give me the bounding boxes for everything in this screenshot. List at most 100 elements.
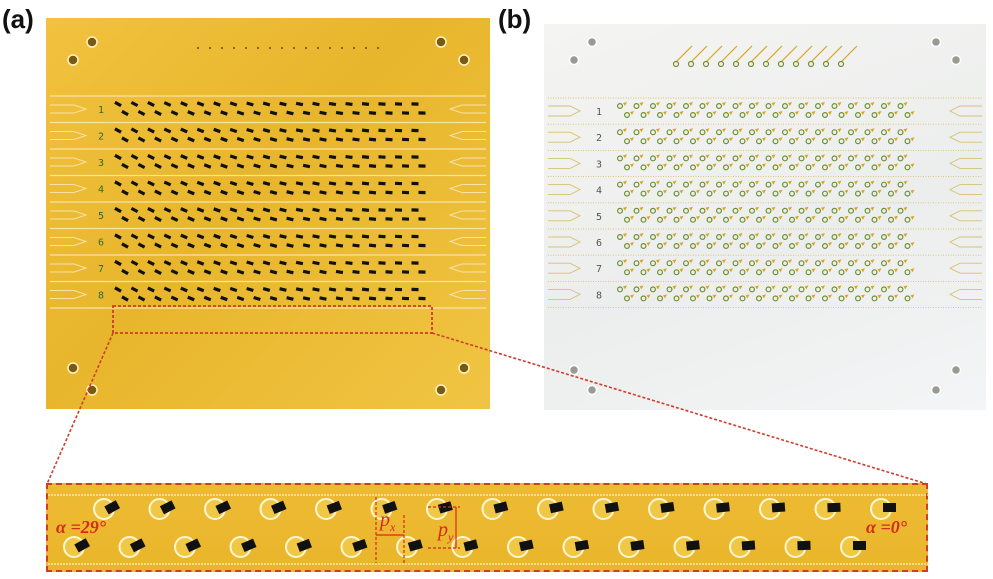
radiating-element (114, 286, 122, 293)
radiating-element (319, 110, 327, 116)
radiating-element (352, 296, 360, 301)
feed-taper-right (948, 157, 982, 169)
element-stub (861, 268, 865, 273)
element-via (623, 164, 630, 171)
element-via (855, 164, 862, 171)
bias-via (792, 60, 800, 68)
element-stub (722, 206, 726, 211)
element-stub (778, 268, 783, 273)
radiating-element (394, 261, 403, 265)
radiating-element (335, 243, 344, 248)
element-via (690, 295, 697, 302)
panel-b-label: (b) (498, 4, 532, 34)
element-via (633, 181, 640, 188)
element-stub (771, 233, 776, 237)
radiating-element (262, 207, 271, 213)
element-stub (903, 102, 908, 106)
element-via (683, 260, 690, 267)
radiating-element (394, 287, 403, 292)
element-via (756, 190, 763, 197)
element-via (666, 260, 673, 267)
feed-taper-left (50, 210, 88, 220)
radiating-element (147, 260, 155, 266)
px-label: px (380, 509, 396, 534)
element-via (904, 295, 911, 302)
feed-taper-left (50, 263, 88, 273)
element-via (881, 260, 888, 267)
radiating-element (187, 242, 195, 249)
element-via (739, 243, 746, 250)
element-via (690, 138, 697, 145)
radiating-element (361, 102, 370, 106)
element-stub (804, 233, 809, 237)
element-via (749, 102, 756, 109)
element-stub (646, 137, 651, 142)
element-via (633, 102, 640, 109)
top-pad-dot (305, 47, 307, 49)
radiating-element (137, 295, 146, 302)
element-stub (745, 163, 750, 168)
radiating-element (154, 189, 162, 196)
element-via (822, 216, 829, 223)
element-stub (762, 215, 766, 220)
element-stub (854, 102, 858, 106)
radiating-element (246, 233, 254, 240)
radiating-element (368, 190, 377, 195)
radiating-element (630, 540, 645, 551)
radiating-element (262, 287, 271, 292)
element-via (633, 129, 640, 136)
radiating-element (378, 234, 386, 239)
top-pad-dot (209, 47, 211, 49)
radiating-element (203, 295, 212, 302)
element-stub (903, 128, 908, 133)
element-stub (811, 189, 816, 194)
element-via (723, 190, 730, 197)
radiating-element (163, 180, 172, 187)
radiating-element (114, 153, 122, 161)
element-via (848, 260, 855, 267)
element-via (699, 181, 706, 188)
element-via (805, 190, 812, 197)
radiating-element (163, 154, 172, 160)
element-stub (795, 189, 799, 194)
feed-taper-left (548, 236, 582, 248)
element-via (871, 111, 878, 118)
element-via (881, 286, 888, 293)
element-stub (828, 268, 832, 273)
element-via (616, 234, 623, 241)
element-via (772, 295, 779, 302)
radiating-element (279, 234, 287, 239)
element-stub (811, 268, 816, 273)
element-stub (722, 102, 726, 106)
radiating-element (685, 540, 700, 551)
radiating-element (130, 127, 139, 134)
radiating-element (335, 163, 344, 169)
element-stub (844, 242, 849, 246)
element-via (673, 111, 680, 118)
row-number-label: 8 (596, 290, 602, 301)
radiating-element (368, 164, 377, 168)
element-via (831, 260, 838, 267)
element-via (649, 181, 656, 188)
element-stub (771, 259, 776, 264)
element-via (673, 138, 680, 145)
element-via (798, 260, 805, 267)
element-via (789, 243, 796, 250)
element-stub (804, 259, 809, 264)
element-via (706, 190, 713, 197)
radiating-element (853, 541, 866, 550)
element-via (690, 164, 697, 171)
element-stub (894, 294, 898, 299)
element-stub (672, 102, 677, 106)
radiating-element (574, 539, 590, 552)
element-via (673, 164, 680, 171)
radiating-element (519, 539, 534, 552)
radiating-element (269, 243, 278, 248)
element-stub (745, 189, 750, 194)
element-via (805, 111, 812, 118)
element-stub (854, 128, 858, 133)
element-via (716, 207, 723, 214)
feed-taper-left (50, 157, 88, 167)
radiating-element (163, 260, 172, 266)
mounting-hole (950, 54, 962, 66)
